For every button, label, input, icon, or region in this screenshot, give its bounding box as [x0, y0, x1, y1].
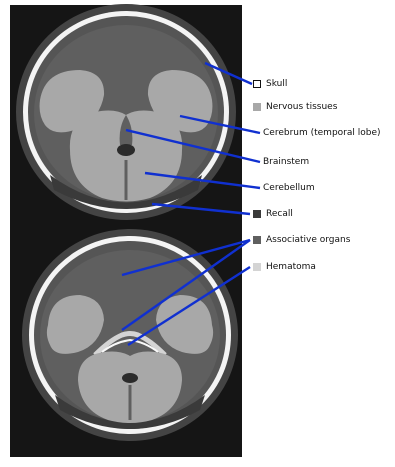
skull-swatch [253, 80, 261, 88]
legend-cerebrum: Cerebrum (temporal lobe) [263, 128, 381, 138]
associative-organs-swatch [253, 236, 261, 244]
associative-organs-label: Associative organs [266, 235, 350, 245]
legend-hematoma: Hematoma [253, 262, 316, 272]
legend-brainstem: Brainstem [263, 157, 309, 167]
skull-label: Skull [266, 79, 287, 89]
hematoma-label: Hematoma [266, 262, 316, 272]
bottom-slice [22, 229, 238, 441]
legend-nervous-tissues: Nervous tissues [253, 102, 337, 112]
nervous-tissues-label: Nervous tissues [266, 102, 337, 112]
cerebrum-label: Cerebrum (temporal lobe) [263, 128, 381, 138]
hematoma-swatch [253, 263, 261, 271]
top-brainstem-core [117, 144, 135, 156]
recall-label: Recall [266, 209, 293, 219]
top-slice [16, 4, 236, 220]
brainstem-label: Brainstem [263, 157, 309, 167]
recall-swatch [253, 210, 261, 218]
legend-recall: Recall [253, 209, 293, 219]
legend-associative-organs: Associative organs [253, 235, 350, 245]
bottom-brainstem-core [122, 373, 138, 383]
nervous-tissues-swatch [253, 103, 261, 111]
legend-skull: Skull [253, 79, 287, 89]
cerebellum-label: Cerebellum [263, 183, 315, 193]
legend-cerebellum: Cerebellum [263, 183, 315, 193]
